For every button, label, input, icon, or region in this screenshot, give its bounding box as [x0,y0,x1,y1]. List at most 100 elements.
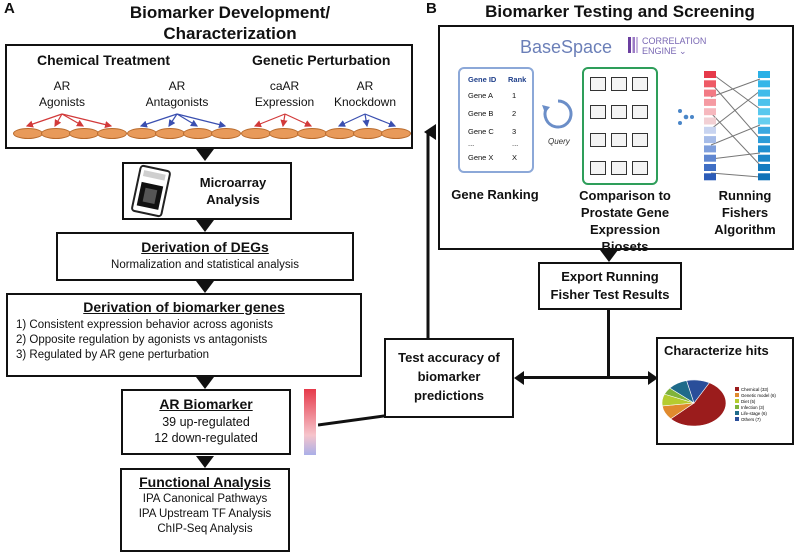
bioset-gene-bar [758,145,770,153]
comparison-line1: Comparison to [579,188,671,203]
panel-b-letter: B [426,0,437,17]
bioset-tile [611,161,627,175]
gene-ranking-label: Gene Ranking [451,187,539,202]
genetic-perturbation-header: Genetic Perturbation [252,52,391,68]
group-caar-line1: caAR [269,79,300,93]
ranked-gene-bar [704,126,716,134]
running-line2: Fishers [721,205,769,220]
hits-pie-chart: Chemical (33)Genetic model (6)Diet (5)In… [661,379,776,427]
functional-item: IPA Canonical Pathways [142,493,268,505]
treatment-box: Chemical Treatment Genetic Perturbation … [5,44,413,149]
legend-label: Others (7) [741,417,761,422]
connector-line [522,376,650,379]
group-caar-expression: caAR Expression [247,78,322,110]
bioset-gene-bar [758,173,770,181]
bioset-gene-bar [758,80,770,88]
culture-dish [41,128,71,139]
export-line1: Export Running [561,269,659,284]
gene-id-header: Gene ID [468,75,497,84]
microarray-chip-icon [131,164,171,218]
bioset-tile [590,77,606,91]
panel-a-title-line1: Biomarker Development/ [129,3,331,22]
engine-line2: ENGINE ⌄ [642,46,687,56]
legend-label: Infection (3) [741,405,765,410]
treatment-arrows [25,113,397,129]
legend-swatch [735,387,739,391]
comparison-label: Comparison to Prostate Gene Expression B… [570,187,680,255]
legend-swatch [735,405,739,409]
functional-item: IPA Upstream TF Analysis [138,508,272,520]
bioset-gene-bar [758,71,770,78]
bioset-gene-bar [758,108,770,116]
microarray-label: Microarray Analysis [179,174,287,208]
test-accuracy-box: Test accuracy of biomarker predictions [384,338,514,418]
biomarker-genes-title: Derivation of biomarker genes [83,299,285,315]
functional-title: Functional Analysis [139,474,271,490]
legend-label: Diet (5) [741,399,756,404]
bioset-tile [632,161,648,175]
rank-cell: 3 [512,127,517,136]
bioset-gene-bar [758,164,770,171]
criteria-item: 3) Regulated by AR gene perturbation [16,349,210,361]
gene-ranking-table: Gene ID Rank Gene A 1 Gene B 2 Gene C 3 … [458,67,534,173]
biomarker-criteria-list: 1) Consistent expression behavior across… [16,318,352,363]
biosets-grid [582,67,658,185]
legend-swatch [735,399,739,403]
test-accuracy-line3: predictions [413,388,485,403]
degs-box: Derivation of DEGs Normalization and sta… [56,232,354,281]
chemical-treatment-header: Chemical Treatment [37,52,171,68]
gene-id-cell: ... [468,139,475,148]
functional-item: ChIP-Seq Analysis [157,523,253,535]
running-fishers-label: Running Fishers Algorithm [700,187,790,238]
connector-line [607,310,610,378]
culture-dish [69,128,99,139]
dots-arrow-icon [678,109,694,125]
ranked-gene-bar [704,98,716,106]
biomarker-genes-box: Derivation of biomarker genes 1) Consist… [6,293,362,377]
rank-cell: 2 [512,109,517,118]
comparison-line3: Expression Biosets [589,222,661,254]
group-knockdown: AR Knockdown [325,78,405,110]
culture-dish [155,128,185,139]
group-agonists-line1: AR [53,79,71,93]
arrow-down [196,220,214,232]
culture-dish [97,128,127,139]
bioset-tile [632,133,648,147]
export-line2: Fisher Test Results [550,287,670,302]
gene-id-cell: Gene C [468,127,494,136]
bioset-tile [590,105,606,119]
legend-swatch [735,411,739,415]
arrow-down [600,250,618,262]
expression-color-bar [304,389,316,455]
bioset-tile [611,105,627,119]
bioset-tile [590,161,606,175]
bioset-gene-bar [758,98,770,106]
legend-label: Life-stage (6) [741,411,767,416]
gene-id-cell: Gene A [468,91,494,100]
comparison-line2: Prostate Gene [580,205,670,220]
ranked-gene-bar [704,154,716,162]
bioset-gene-bar [758,89,770,97]
microarray-line1: Microarray [199,175,267,190]
rank-cell: 1 [512,91,517,100]
degs-title: Derivation of DEGs [141,239,269,255]
criteria-item: 1) Consistent expression behavior across… [16,319,273,331]
query-label: Query [548,137,570,146]
culture-dish [269,128,299,139]
bioset-tile [632,77,648,91]
export-results-box: Export Running Fisher Test Results [538,262,682,310]
bioset-tile [632,105,648,119]
test-accuracy-line1: Test accuracy of [398,350,500,365]
running-fishers-diagram [704,71,770,181]
gene-id-cell: Gene B [468,109,494,118]
group-caar-line2: Expression [254,95,315,109]
legend-swatch [735,417,739,421]
group-antagonists-line1: AR [168,79,186,93]
arrow-down [196,281,214,293]
ranked-gene-bar [704,136,716,144]
ranked-gene-bar [704,164,716,171]
culture-dish [381,128,411,139]
bioset-gene-bar [758,136,770,144]
connector-arrow [318,124,436,427]
group-agonists: AR Agonists [27,78,97,110]
